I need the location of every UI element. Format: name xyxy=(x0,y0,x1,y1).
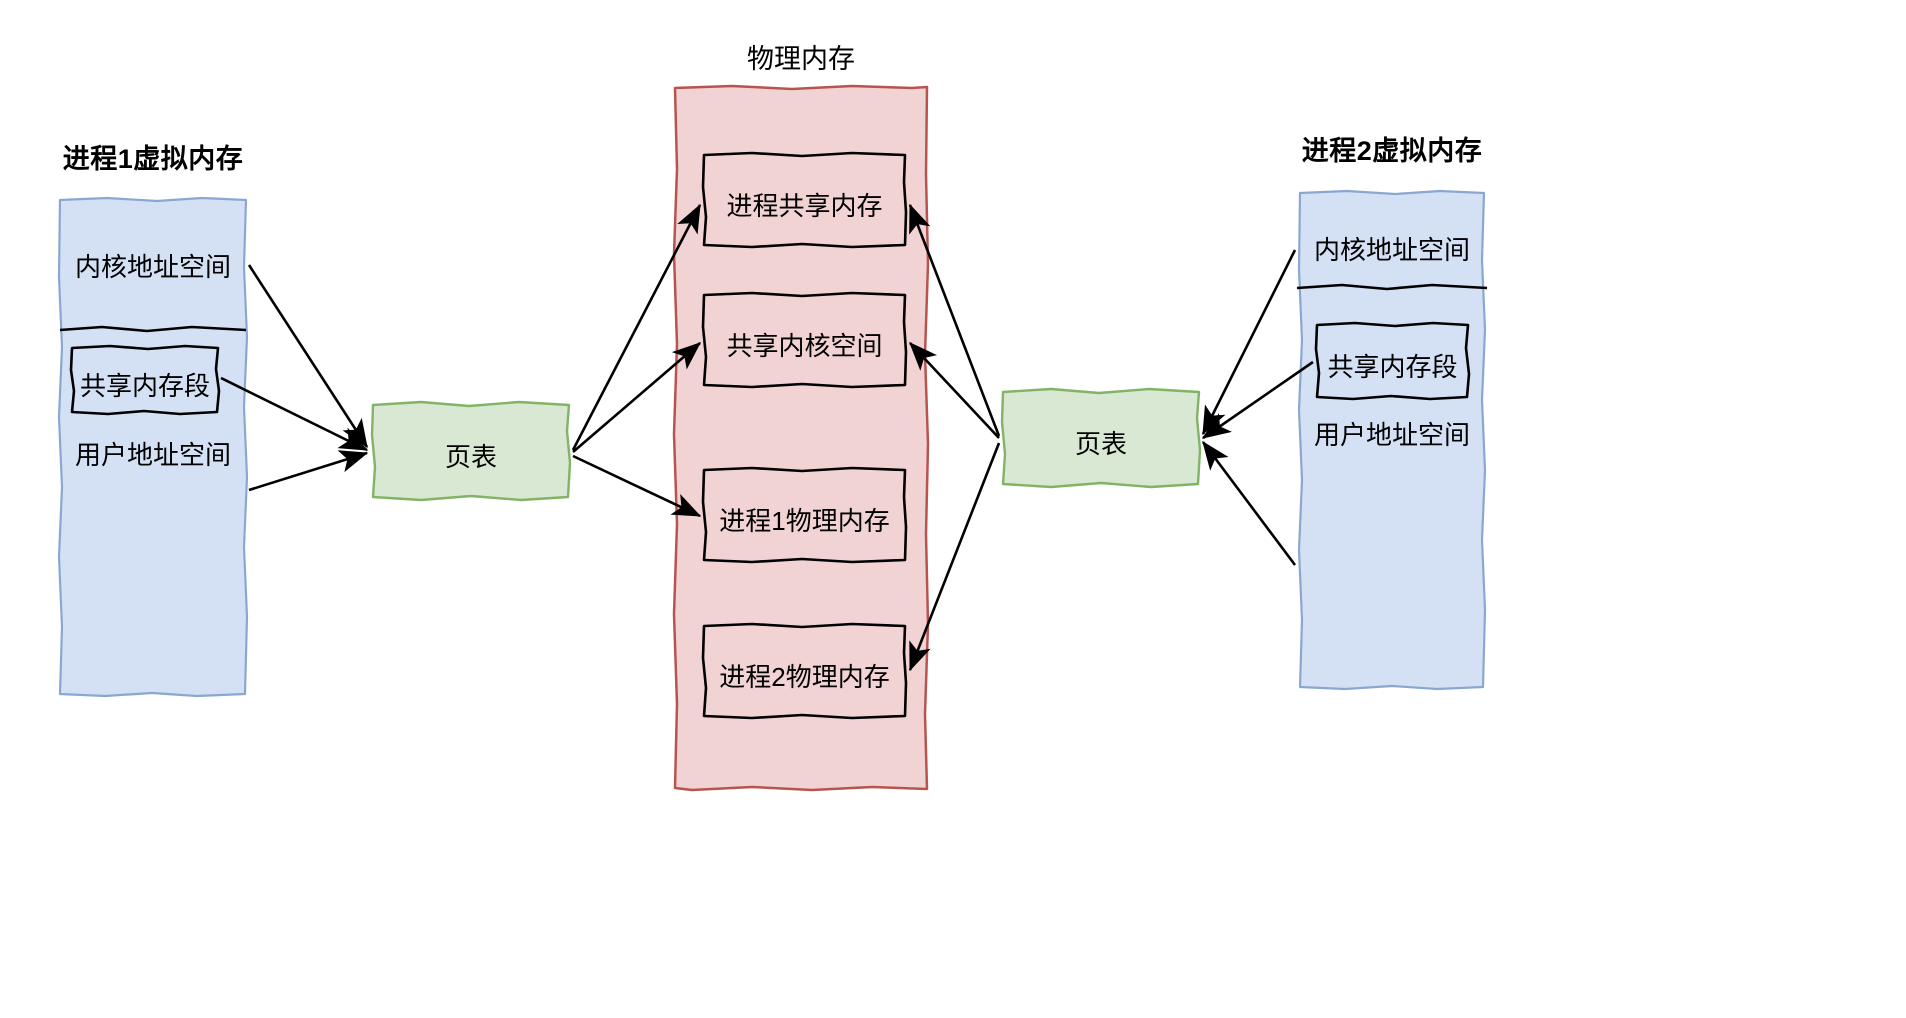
physical-block-label-0: 进程共享内存 xyxy=(726,191,883,221)
physical-block-label-2: 进程1物理内存 xyxy=(719,506,890,536)
process1-vm-shape xyxy=(57,196,249,698)
arrow-p1-user-to-pagetable xyxy=(248,450,369,492)
arrow-p1-kernel-to-pagetable xyxy=(247,264,369,449)
page-table-right: 页表 xyxy=(1000,387,1202,489)
page-table-left: 页表 xyxy=(370,400,572,502)
page-table-left-label: 页表 xyxy=(444,442,497,472)
process1-title: 进程1虚拟内存 xyxy=(62,144,244,174)
process1-user-space-label: 用户地址空间 xyxy=(74,440,231,470)
process1-shared-segment-label: 共享内存段 xyxy=(79,371,210,401)
process2-shared-segment-label: 共享内存段 xyxy=(1327,352,1458,382)
physical-block-shape-1 xyxy=(701,291,908,389)
process1-virtual-memory-container: 内核地址空间 用户地址空间 xyxy=(57,196,249,698)
physical-block-shape-2 xyxy=(701,466,908,564)
physical-block-shape-3 xyxy=(701,622,908,720)
physical-block-shared-kernel-space: 共享内核空间 xyxy=(701,291,908,389)
arrow-p2-kernel-to-pagetable xyxy=(1201,249,1297,436)
process2-virtual-memory-container: 内核地址空间 用户地址空间 xyxy=(1296,189,1488,691)
process2-title: 进程2虚拟内存 xyxy=(1301,136,1483,166)
process2-vm-shape xyxy=(1296,189,1488,691)
physical-memory-title: 物理内存 xyxy=(747,44,855,74)
physical-block-shared-process-memory: 进程共享内存 xyxy=(701,151,908,249)
physical-block-process1-memory: 进程1物理内存 xyxy=(701,466,908,564)
page-table-right-label: 页表 xyxy=(1074,429,1127,459)
process2-kernel-space-label: 内核地址空间 xyxy=(1313,235,1470,265)
page-table-right-shape xyxy=(1000,387,1202,489)
process2-shared-segment-shape xyxy=(1314,321,1471,401)
physical-block-label-3: 进程2物理内存 xyxy=(719,662,890,692)
physical-block-shape-0 xyxy=(701,151,908,249)
physical-block-process2-memory: 进程2物理内存 xyxy=(701,622,908,720)
process2-shared-segment-box: 共享内存段 xyxy=(1314,321,1471,401)
process1-shared-segment-box: 共享内存段 xyxy=(69,344,221,416)
arrow-p2-user-to-pagetable xyxy=(1201,440,1297,566)
process1-kernel-space-label: 内核地址空间 xyxy=(74,252,231,282)
process2-user-space-label: 用户地址空间 xyxy=(1313,420,1470,450)
process1-shared-segment-shape xyxy=(69,344,221,416)
physical-block-label-1: 共享内核空间 xyxy=(726,331,883,361)
page-table-left-shape xyxy=(370,400,572,502)
